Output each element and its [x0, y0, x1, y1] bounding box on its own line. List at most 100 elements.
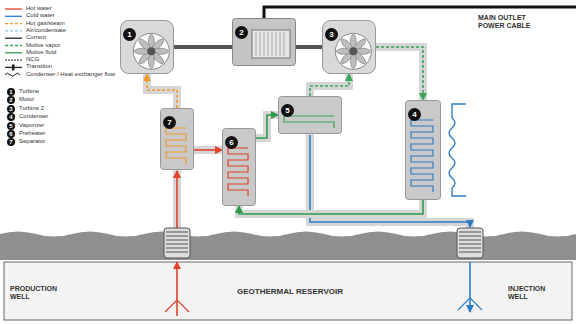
- pipe-casing: [376, 47, 423, 100]
- legend-text: Transition: [26, 63, 52, 70]
- flow-line: [296, 45, 322, 49]
- legend-text: Vaporizer: [19, 122, 44, 129]
- preheater-unit: 6: [222, 128, 256, 206]
- callout-number: 3: [7, 105, 15, 113]
- flow-line: [174, 45, 232, 49]
- legend-text: Hot water: [26, 5, 52, 12]
- legend-sample: [12, 64, 15, 70]
- turbine-casing: [323, 21, 376, 74]
- callout-number: 1: [7, 88, 15, 96]
- production-pipe: [173, 170, 181, 230]
- injection-well-branches: [458, 298, 482, 310]
- turbine-housing: [335, 33, 371, 69]
- legend-sample: [5, 8, 22, 9]
- exchanger-flow: [284, 116, 334, 128]
- turbine-hub: [349, 47, 357, 55]
- legend-sample: [5, 73, 20, 76]
- pipe-connector: [174, 47, 232, 48]
- turbine-unit: 1: [120, 20, 174, 74]
- legend-text: Hot gas/steam: [26, 20, 65, 27]
- legend-text: Preheater: [19, 130, 45, 137]
- motor-winding: [256, 32, 284, 56]
- callout-number: 6: [225, 136, 238, 149]
- condenser-unit: 4: [405, 100, 441, 200]
- reservoir-label: GEOTHERMAL RESERVOIR: [210, 287, 370, 296]
- callout-number: 2: [235, 26, 248, 39]
- ground-band: [0, 232, 576, 261]
- callout-number: 1: [123, 28, 136, 41]
- legend-text: NCG: [26, 56, 39, 63]
- flow-line: [239, 200, 423, 214]
- exchanger-flow: [166, 128, 186, 164]
- exchanger-flow: [411, 120, 433, 192]
- motor-core: [252, 30, 290, 58]
- pipe-casing: [194, 146, 222, 154]
- legend-text: Motive vapor: [26, 42, 60, 49]
- flow-line: [310, 74, 349, 96]
- cooling-pipe: [452, 104, 466, 196]
- callout-number: 5: [281, 104, 294, 117]
- pipe-connector: [194, 150, 222, 151]
- legend-text: Turbine: [19, 88, 39, 95]
- exchanger-flow: [228, 148, 248, 196]
- production-wellhead: [164, 228, 190, 258]
- legend-sample: [5, 30, 22, 31]
- legend-text: Condenser / Heat exchanger flow: [26, 71, 115, 78]
- injection-wellhead: [457, 228, 483, 258]
- legend-text: Motive fluid: [26, 49, 56, 56]
- legend-text: Current: [26, 34, 46, 41]
- legend-text: Turbine 2: [19, 105, 44, 112]
- legend-sample: [5, 23, 22, 24]
- legend-sample: [5, 38, 22, 39]
- flow-line: [256, 115, 278, 138]
- power-cable: [264, 7, 576, 18]
- vaporizer-unit: 5: [278, 96, 342, 134]
- pipe-casing: [256, 115, 278, 138]
- turbine-casing: [121, 21, 174, 74]
- callout-number: 7: [7, 138, 15, 146]
- callout-number: 4: [408, 108, 421, 121]
- exchanger-casing: [223, 129, 256, 206]
- injection-well-line: [469, 262, 471, 312]
- exchanger-casing: [406, 101, 441, 200]
- pipe-connector: [256, 115, 278, 138]
- callout-number: 4: [7, 113, 15, 121]
- reservoir-region: [4, 262, 572, 320]
- callout-number: 5: [7, 122, 15, 130]
- callout-number: 3: [325, 28, 338, 41]
- pipe-casing: [310, 74, 349, 96]
- flow-line: [194, 149, 222, 151]
- callout-number: 6: [7, 130, 15, 138]
- flow-line: [376, 47, 423, 100]
- legend-sample: [5, 16, 22, 17]
- production-well-line: [176, 262, 178, 316]
- pipe-casing: [147, 74, 177, 108]
- legend-text: Air/condensate: [26, 27, 66, 34]
- turbine-unit: 3: [322, 20, 376, 74]
- wellhead-coil: [166, 232, 188, 252]
- pipe-connector: [239, 200, 423, 214]
- pipe-connector: [296, 47, 322, 48]
- legend-sample: [5, 59, 22, 60]
- turbine-hub: [147, 47, 155, 55]
- pipe-connector: [310, 74, 349, 96]
- well-label: PRODUCTION WELL: [10, 285, 62, 301]
- turbine-housing: [133, 33, 169, 69]
- callout-number: 2: [7, 96, 15, 104]
- pipe-casing: [239, 200, 423, 214]
- separator-unit: 7: [160, 108, 194, 170]
- legend-sample: [5, 52, 22, 53]
- well-label: INJECTION WELL: [508, 285, 560, 301]
- callout-number: 7: [163, 116, 176, 129]
- motor-casing: [233, 19, 296, 66]
- pipe-connector: [376, 47, 423, 100]
- wellhead-coil: [459, 232, 481, 252]
- cable-label: MAIN OUTLET POWER CABLE: [478, 14, 540, 30]
- legend-sample: [5, 45, 22, 46]
- legend-text: Cold water: [26, 12, 55, 19]
- legend-text: Motor: [19, 96, 34, 103]
- flow-line: [147, 74, 177, 108]
- pipe-connector: [147, 74, 177, 108]
- production-well-branches: [165, 300, 189, 312]
